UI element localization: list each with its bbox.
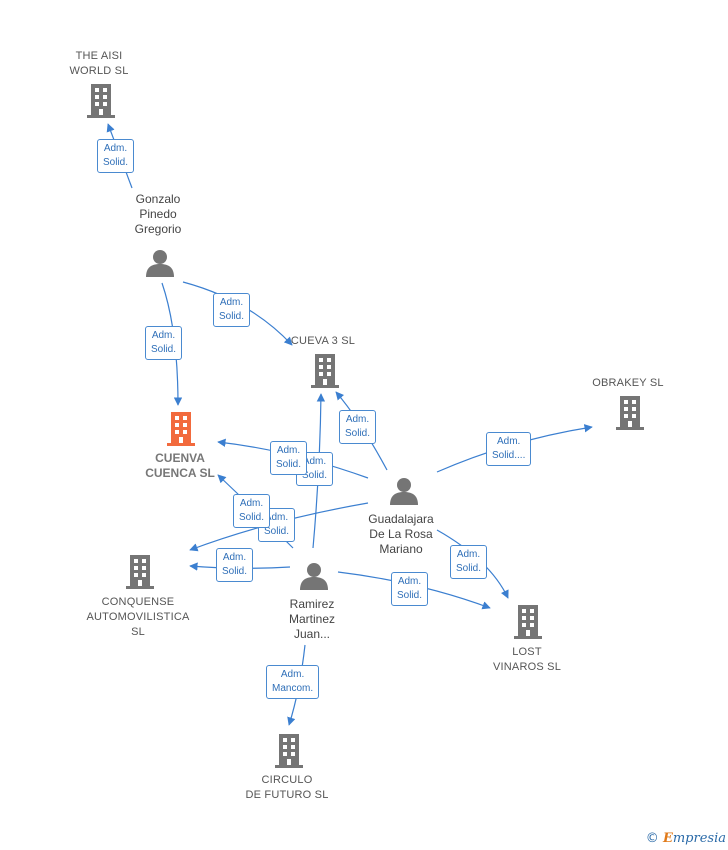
building-icon-the-aisi[interactable] <box>87 84 115 118</box>
person-icon-gonzalo[interactable] <box>146 250 174 277</box>
copyright-symbol: © <box>645 831 659 846</box>
building-icon-lost[interactable] <box>514 605 542 639</box>
edge-label-ramirez-circulo[interactable]: Adm. Mancom. <box>266 665 320 699</box>
edge-label-ramirez-lost[interactable]: Adm. Solid. <box>391 572 429 606</box>
edge-label-guadalajara-lost[interactable]: Adm. Solid. <box>450 545 488 579</box>
person-icon-guadalajara[interactable] <box>390 478 418 505</box>
brand-name: mpresia <box>672 831 726 846</box>
node-label-obrakey[interactable]: OBRAKEY SL <box>592 377 664 389</box>
node-label-guadalajara[interactable]: Guadalajara De La Rosa Mariano <box>368 512 434 556</box>
node-label-ramirez[interactable]: Ramirez Martinez Juan... <box>288 597 336 641</box>
brand-initial: E <box>662 831 673 846</box>
node-label-lost[interactable]: LOST VINAROS SL <box>492 646 562 673</box>
edge-label-guadalajara-obrakey[interactable]: Adm. Solid.... <box>486 432 532 466</box>
edge-label-gonzalo-cuenva[interactable]: Adm. Solid. <box>145 326 183 360</box>
edge-label-guadalajara-cueva3[interactable]: Adm. Solid. <box>339 410 377 444</box>
building-icon-conquense[interactable] <box>126 555 154 589</box>
node-label-conquense[interactable]: CONQUENSE AUTOMOVILISTICA SL <box>86 596 190 638</box>
building-icon-cueva3[interactable] <box>311 354 339 388</box>
building-icon-circulo[interactable] <box>275 734 303 768</box>
building-icon-obrakey[interactable] <box>616 396 644 430</box>
person-icon-ramirez[interactable] <box>300 563 328 590</box>
node-label-cueva3[interactable]: CUEVA 3 SL <box>290 335 356 347</box>
node-label-the-aisi[interactable]: THE AISI WORLD SL <box>69 50 129 77</box>
edge-label-guadalajara-cuenva[interactable]: Adm. Solid. <box>270 441 308 475</box>
footer-brand[interactable]: © Empresia <box>646 831 726 846</box>
edge-label-gonzalo-the-aisi[interactable]: Adm. Solid. <box>97 139 135 173</box>
edge-label-gonzalo-cueva3[interactable]: Adm. Solid. <box>213 293 251 327</box>
edge-label-ramirez-cuenva[interactable]: Adm. Solid. <box>233 494 271 528</box>
building-icon-cuenva[interactable] <box>167 412 195 446</box>
node-label-cuenva[interactable]: CUENVA CUENCA SL <box>145 451 215 480</box>
edge-label-ramirez-conquense[interactable]: Adm. Solid. <box>216 548 254 582</box>
node-label-circulo[interactable]: CIRCULO DE FUTURO SL <box>245 774 329 801</box>
node-label-gonzalo[interactable]: Gonzalo Pinedo Gregorio <box>134 192 182 236</box>
